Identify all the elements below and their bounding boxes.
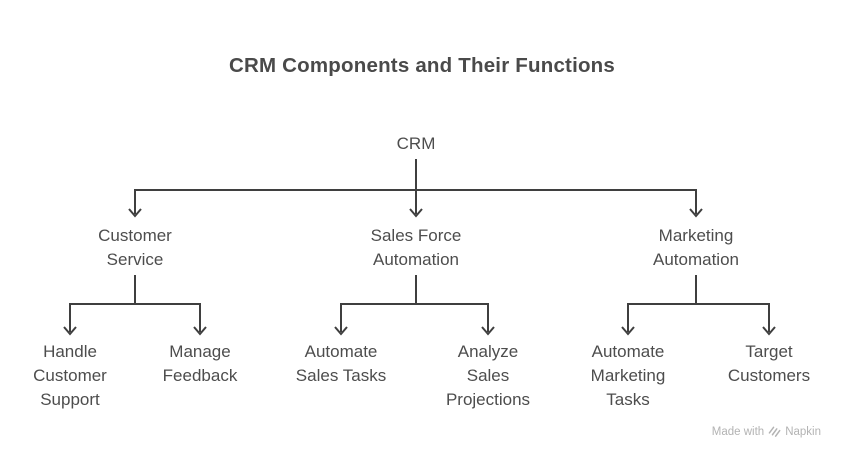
node-crm: CRM: [396, 134, 436, 153]
node-analyze-sales-projections: Analyze Sales Projections: [445, 342, 531, 409]
node-customer-service: Customer Service: [98, 226, 172, 269]
node-automate-sales-tasks: Automate Sales Tasks: [295, 342, 387, 385]
node-marketing-automation: Marketing Automation: [653, 226, 739, 269]
node-automate-marketing-tasks: Automate Marketing Tasks: [590, 342, 666, 409]
napkin-logo-icon: [768, 425, 781, 438]
node-manage-feedback: Manage Feedback: [162, 342, 238, 385]
watermark-brand-label: Napkin: [785, 425, 821, 438]
node-target-customers: Target Customers: [727, 342, 811, 385]
node-sales-force-automation: Sales Force Automation: [370, 226, 462, 269]
made-with-napkin-watermark: Made with Napkin: [712, 425, 821, 438]
page-title: CRM Components and Their Functions: [228, 54, 616, 77]
node-handle-customer-support: Handle Customer Support: [33, 342, 107, 409]
watermark-prefix-label: Made with: [711, 425, 765, 438]
